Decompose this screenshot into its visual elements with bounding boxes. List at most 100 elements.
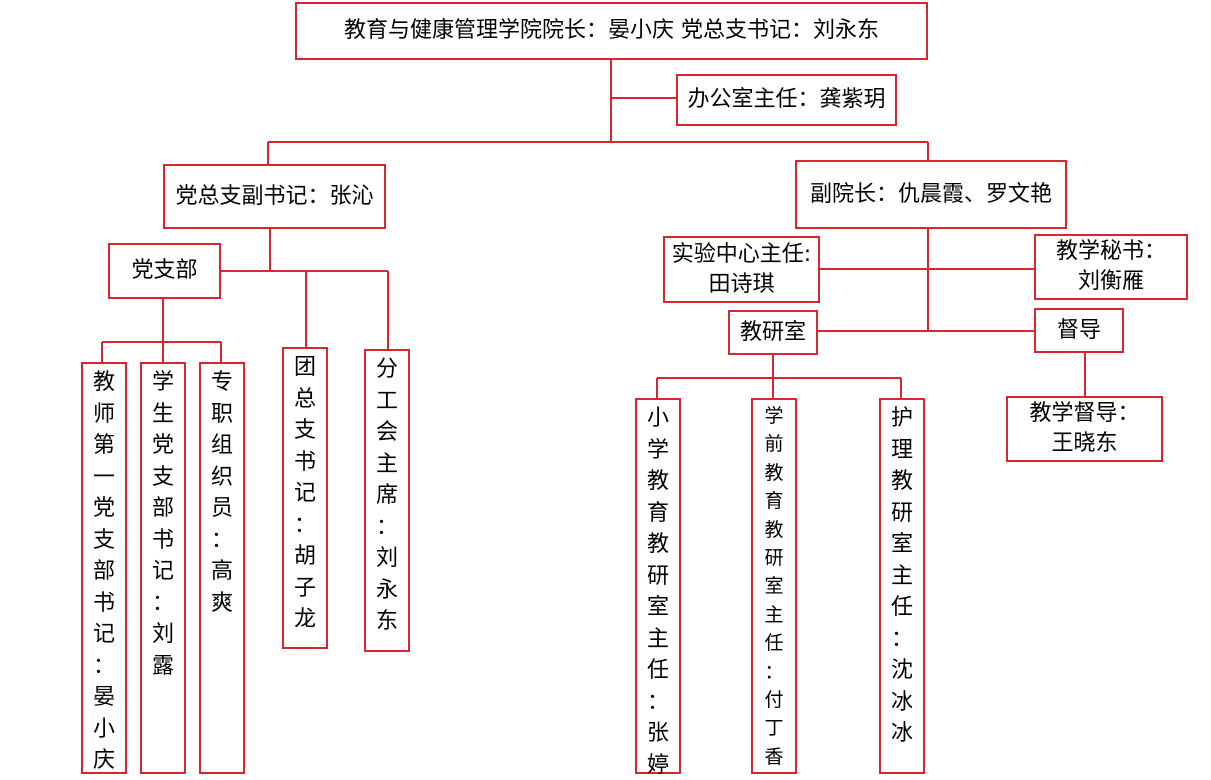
vertical-char: 书 <box>293 449 316 475</box>
vertical-char: 小 <box>646 406 669 431</box>
vertical-char: 研 <box>764 546 784 569</box>
vertical-char: 刘 <box>375 546 398 571</box>
vertical-char: 任 <box>764 632 784 655</box>
vertical-char: 露 <box>151 653 174 679</box>
preschool-edu-director-box: 学前教育教研室主任：付丁香 <box>751 398 797 774</box>
vertical-char: 前 <box>764 433 784 456</box>
vertical-char: 研 <box>646 563 669 589</box>
vertical-char: 学 <box>646 437 669 463</box>
vertical-char: 教 <box>646 532 669 557</box>
vertical-char: 主 <box>375 451 398 477</box>
vertical-char: 第 <box>92 433 115 458</box>
vertical-char: 会 <box>375 420 398 445</box>
vertical-char: 支 <box>151 464 174 490</box>
vertical-char: ： <box>764 660 784 683</box>
dean-box: 教育与健康管理学院院长：晏小庆 党总支书记：刘永东 <box>295 2 928 60</box>
teaching-secretary-box: 教学秘书： 刘衡雁 <box>1034 234 1188 300</box>
vertical-char: 育 <box>764 490 784 513</box>
teaching-supervisor-box: 教学督导： 王晓东 <box>1006 396 1163 462</box>
vertical-char: ： <box>375 514 398 540</box>
vertical-char: 记 <box>92 622 115 647</box>
vertical-char: 胡 <box>293 544 316 569</box>
vertical-char: 婷 <box>646 752 669 778</box>
vertical-char: 高 <box>210 559 233 584</box>
vertical-char: ： <box>293 512 316 538</box>
vertical-char: 任 <box>646 658 669 683</box>
vertical-char: 记 <box>151 559 174 584</box>
vertical-char: 总 <box>293 386 316 412</box>
vertical-char: 庆 <box>92 748 115 773</box>
vertical-char: 永 <box>375 577 398 603</box>
vertical-char: 任 <box>890 595 913 620</box>
vertical-char: ： <box>92 653 115 679</box>
vertical-char: 室 <box>646 595 669 620</box>
vertical-char: 团 <box>293 355 316 380</box>
deputy-party-secretary-box: 党总支副书记：张沁 <box>163 164 386 229</box>
vertical-char: ： <box>210 527 233 553</box>
vertical-char: 分 <box>375 357 398 382</box>
teaching-research-box: 教研室 <box>728 310 818 355</box>
vertical-char: 刘 <box>151 622 174 647</box>
vertical-char: ： <box>646 689 669 715</box>
vertical-char: 张 <box>646 721 669 746</box>
vertical-char: 学 <box>151 370 174 395</box>
vertical-char: 冰 <box>890 721 913 746</box>
vertical-char: 组 <box>210 433 233 458</box>
supervision-box: 督导 <box>1034 308 1124 353</box>
vertical-char: 龙 <box>293 607 316 632</box>
vertical-char: 生 <box>151 401 174 427</box>
vertical-char: 师 <box>92 401 115 427</box>
vertical-char: 主 <box>890 563 913 589</box>
student-branch-secretary-box: 学生党支部书记 ： 刘露 <box>140 362 186 774</box>
lab-director-box: 实验中心主任: 田诗琪 <box>663 236 820 303</box>
vertical-char: 一 <box>92 464 115 490</box>
vertical-char: 沈 <box>890 658 913 683</box>
vertical-char: 主 <box>646 626 669 652</box>
vertical-char: 子 <box>293 575 316 601</box>
vertical-char: 育 <box>646 500 669 526</box>
vertical-char: 室 <box>890 532 913 557</box>
vertical-char: 理 <box>890 437 913 463</box>
vertical-char: 教 <box>764 461 784 484</box>
vertical-char: 记 <box>293 481 316 506</box>
vertical-char: ： <box>151 590 174 616</box>
vertical-char: 党 <box>92 496 115 521</box>
vertical-char: 爽 <box>210 590 233 616</box>
vertical-char: 党 <box>151 433 174 458</box>
vertical-char: 席 <box>375 483 398 508</box>
vertical-char: 部 <box>92 559 115 584</box>
vertical-char: 学 <box>764 405 784 427</box>
vertical-char: 书 <box>151 527 174 553</box>
vertical-char: 冰 <box>890 689 913 715</box>
vertical-char: 部 <box>151 496 174 521</box>
branch-secretary-1-box: 教师第一党支部书记：晏小庆 <box>81 362 127 774</box>
union-chair-box: 分工会主席 ： 刘永东 <box>364 349 410 652</box>
primary-edu-director-box: 小学教育教研室主任：张婷 <box>635 398 681 778</box>
vertical-char: 主 <box>764 603 784 626</box>
vertical-char: 研 <box>890 500 913 526</box>
vertical-char: 小 <box>92 716 115 742</box>
vertical-char: 香 <box>764 745 784 768</box>
nursing-director-box: 护理教研室主任：沈冰冰 <box>879 398 925 774</box>
vertical-char: 东 <box>375 609 398 634</box>
vertical-char: 付 <box>764 688 784 711</box>
vertical-char: 书 <box>92 590 115 616</box>
vertical-char: 工 <box>375 388 398 414</box>
office-director-box: 办公室主任：龚紫玥 <box>676 74 897 126</box>
vertical-char: ： <box>890 626 913 652</box>
vertical-char: 教 <box>764 518 784 541</box>
vertical-char: 员 <box>210 496 233 521</box>
vertical-char: 职 <box>210 401 233 427</box>
vertical-char: 丁 <box>764 717 784 740</box>
vertical-char: 支 <box>293 418 316 443</box>
vertical-char: 教 <box>646 469 669 494</box>
vertical-char: 织 <box>210 464 233 490</box>
vertical-char: 教 <box>890 469 913 494</box>
vertical-char: 晏 <box>92 685 115 710</box>
youth-league-secretary-box: 团总支书记 ： 胡子龙 <box>282 347 328 649</box>
organizer-box: 专职组织员 ： 高爽 <box>199 362 245 774</box>
vertical-char: 专 <box>210 370 233 395</box>
party-branch-box: 党支部 <box>108 243 221 299</box>
